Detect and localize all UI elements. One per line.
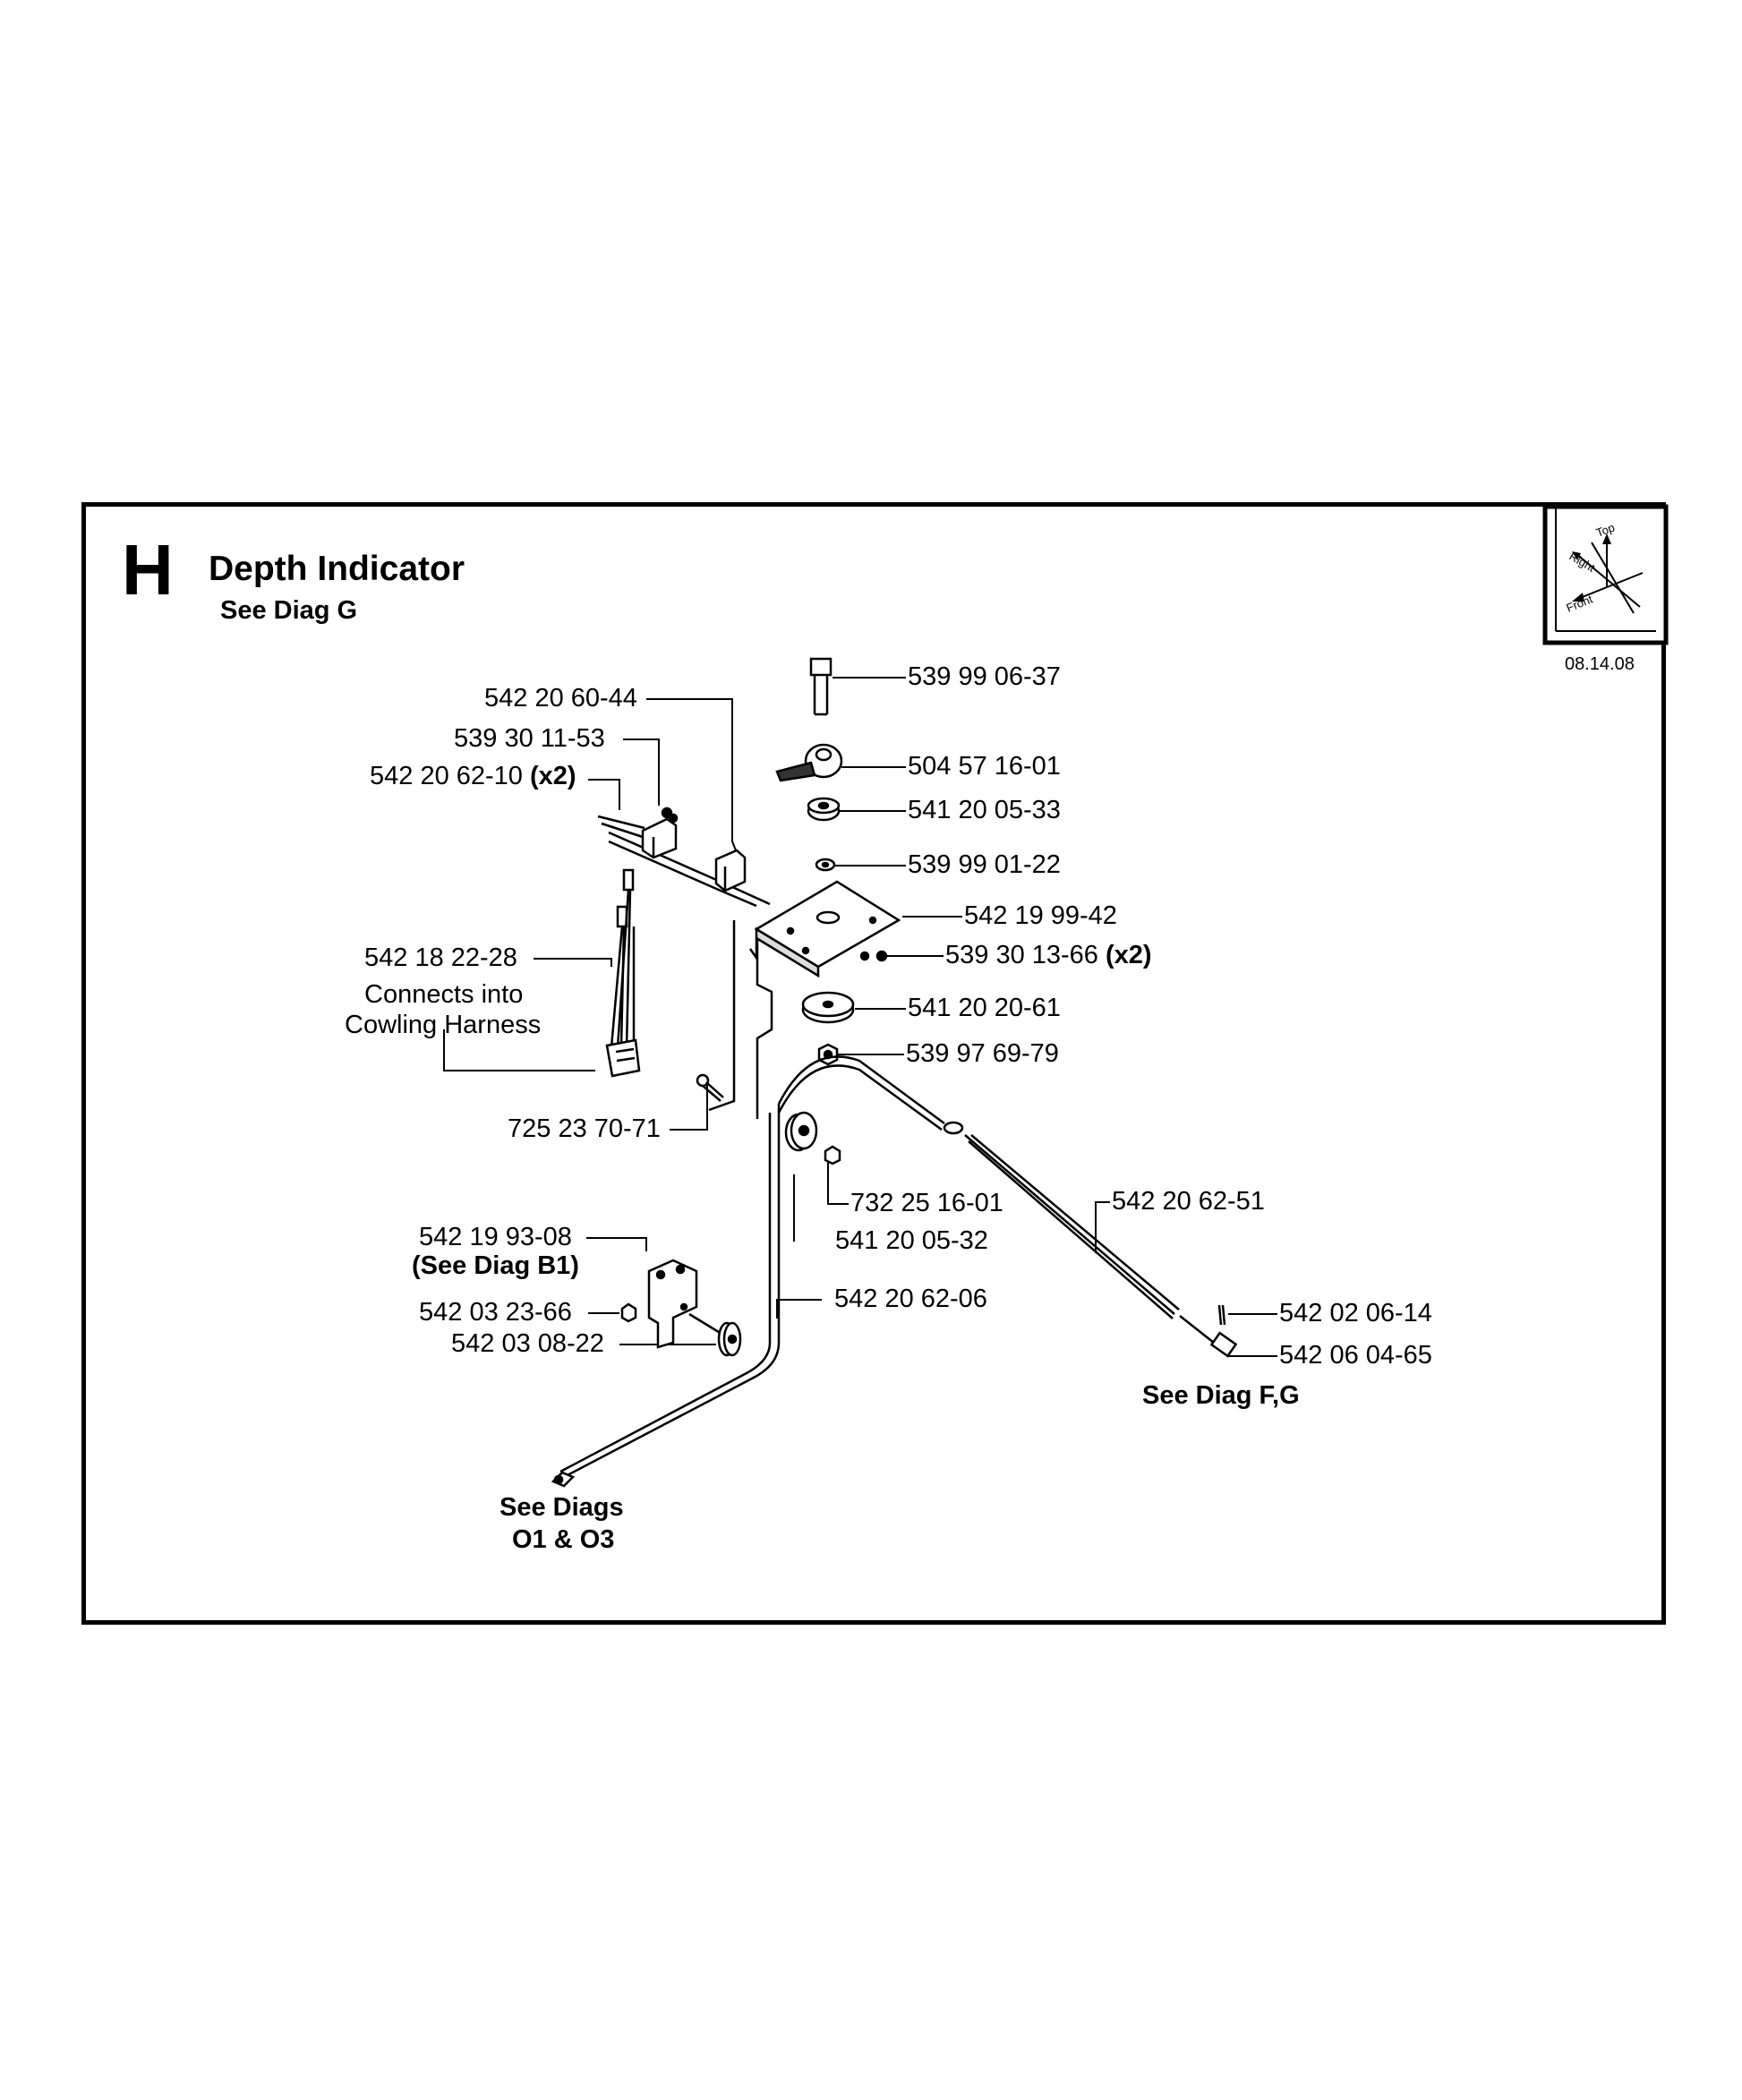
part-label: 542 06 04-65 [1279,1341,1432,1370]
spacer-541-20-05-33 [807,797,841,822]
see-diag-fg: See Diag F,G [1142,1381,1300,1410]
bolt-539-99-06-37 [809,657,833,716]
part-label: 504 57 16-01 [908,752,1061,781]
bracket-upright [708,920,773,1119]
pulley-541-20-05-32 [784,1111,818,1152]
wire-harness-542-18-22-28 [605,868,641,1078]
part-label: 542 02 06-14 [1279,1299,1432,1327]
part-label: 542 20 62-06 [834,1285,987,1313]
see-diags-line2: O1 & O3 [512,1525,615,1554]
part-label: 542 20 62-10 (x2) [370,762,576,790]
cable-542-20-62-06 [551,1104,781,1488]
revision-date: 08.14.08 [1565,654,1635,674]
disc-541-20-20-61 [801,991,855,1024]
part-label: 541 20 05-32 [835,1226,988,1255]
part-label: 542 18 22-28 [364,943,517,972]
part-label: 539 99 01-22 [908,850,1061,879]
part-label: 542 20 60-44 [484,684,637,713]
page-subtitle: See Diag G [220,596,358,625]
roller-542-03-08-22 [688,1312,742,1357]
nut-542-03-23-66 [620,1302,637,1323]
part-label: 732 25 16-01 [850,1189,1003,1217]
cable-542-20-62-51 [777,1055,1238,1358]
part-note: Cowling Harness [345,1011,542,1039]
part-note: Connects into [364,980,524,1009]
part-label: 542 03 08-22 [451,1329,604,1358]
part-label: 542 19 99-42 [964,901,1117,930]
switch-539-30-11-53 [641,807,679,859]
part-label: 539 30 13-66 (x2) [945,941,1152,969]
leader-lines [443,677,1277,1357]
diagram-frame [81,502,1666,1625]
nut-539-97-69-79 [817,1043,839,1066]
part-label: 539 97 69-79 [906,1039,1059,1068]
bracket-plate-542-19-99-42 [748,880,901,978]
part-label: 541 20 05-33 [908,796,1061,824]
screw-539-30-13-66 [859,950,888,962]
see-diags-line1: See Diags [500,1493,624,1522]
nut-732-25-16-01 [824,1145,841,1165]
pin-542-20-62-10 [597,815,645,839]
page-title: Depth Indicator [209,550,465,588]
section-letter: H [122,530,174,610]
bracket-542-19-93-08 [647,1259,698,1349]
part-label: 539 99 06-37 [908,662,1061,691]
lever-knob-504-57-16-01 [775,743,843,782]
part-label: 542 19 93-08 [419,1223,572,1251]
part-ref: (See Diag B1) [412,1251,579,1280]
part-label: 541 20 20-61 [908,994,1061,1022]
screw-725-23-70-71 [696,1073,724,1102]
axis-top-label: Top [1594,521,1617,540]
pin-542-02-06-14 [1217,1304,1226,1326]
part-label: 539 30 11-53 [454,724,605,753]
part-label: 725 23 70-71 [508,1114,661,1143]
orientation-gizmo [1542,504,1669,645]
part-label: 542 03 23-66 [419,1298,572,1327]
part-label: 542 20 62-51 [1112,1187,1265,1216]
washer-539-99-01-22 [815,858,836,872]
